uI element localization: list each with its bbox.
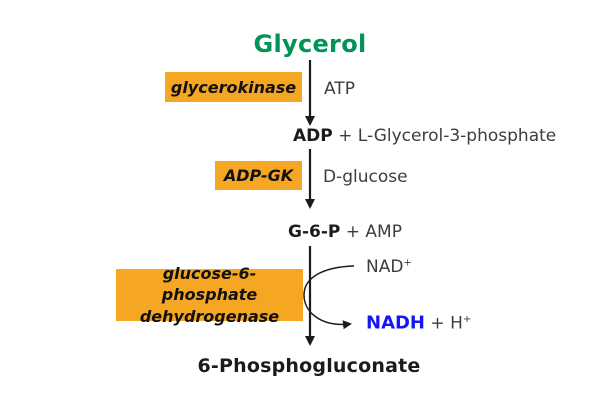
cofactor-atp-label: ATP: [324, 79, 355, 99]
step2-products: G-6-P + AMP: [288, 222, 402, 242]
nad-superscript-plus: +: [403, 257, 412, 269]
product-adp: ADP: [293, 126, 333, 146]
nad-to-nadh-curved-arrow: [303, 265, 355, 330]
enzyme-box-glycerokinase: glycerokinase: [165, 72, 302, 102]
nadh-text: NADH: [366, 312, 426, 334]
enzyme-label: ADP-GK: [223, 166, 294, 185]
plus-h-text: + H: [425, 313, 463, 334]
product-amp: + AMP: [340, 222, 402, 242]
product-g6p: G-6-P: [288, 222, 341, 242]
cofactor-nadh-label: NADH + H+: [366, 313, 471, 334]
enzyme-label: glycerokinase: [170, 77, 297, 97]
substrate-title: Glycerol: [253, 30, 367, 58]
cofactor-nad-label: NAD+: [366, 257, 412, 277]
product-glycerol-3-phosphate: + L-Glycerol-3-phosphate: [332, 126, 557, 146]
enzyme-box-adp-gk: ADP-GK: [215, 161, 302, 190]
h-superscript-plus: +: [462, 313, 472, 325]
cofactor-d-glucose-label: D-glucose: [323, 167, 408, 187]
final-product-label: 6-Phosphogluconate: [197, 355, 421, 377]
enzyme-label-line1: glucose-6-phosphate: [161, 263, 258, 305]
step1-products: ADP + L-Glycerol-3-phosphate: [293, 126, 556, 146]
enzyme-box-g6p-dehydrogenase: glucose-6-phosphate dehydrogenase: [116, 264, 303, 326]
enzyme-label: glucose-6-phosphate dehydrogenase: [116, 263, 303, 328]
nad-text: NAD: [366, 257, 404, 277]
enzyme-label-line2: dehydrogenase: [139, 306, 280, 326]
